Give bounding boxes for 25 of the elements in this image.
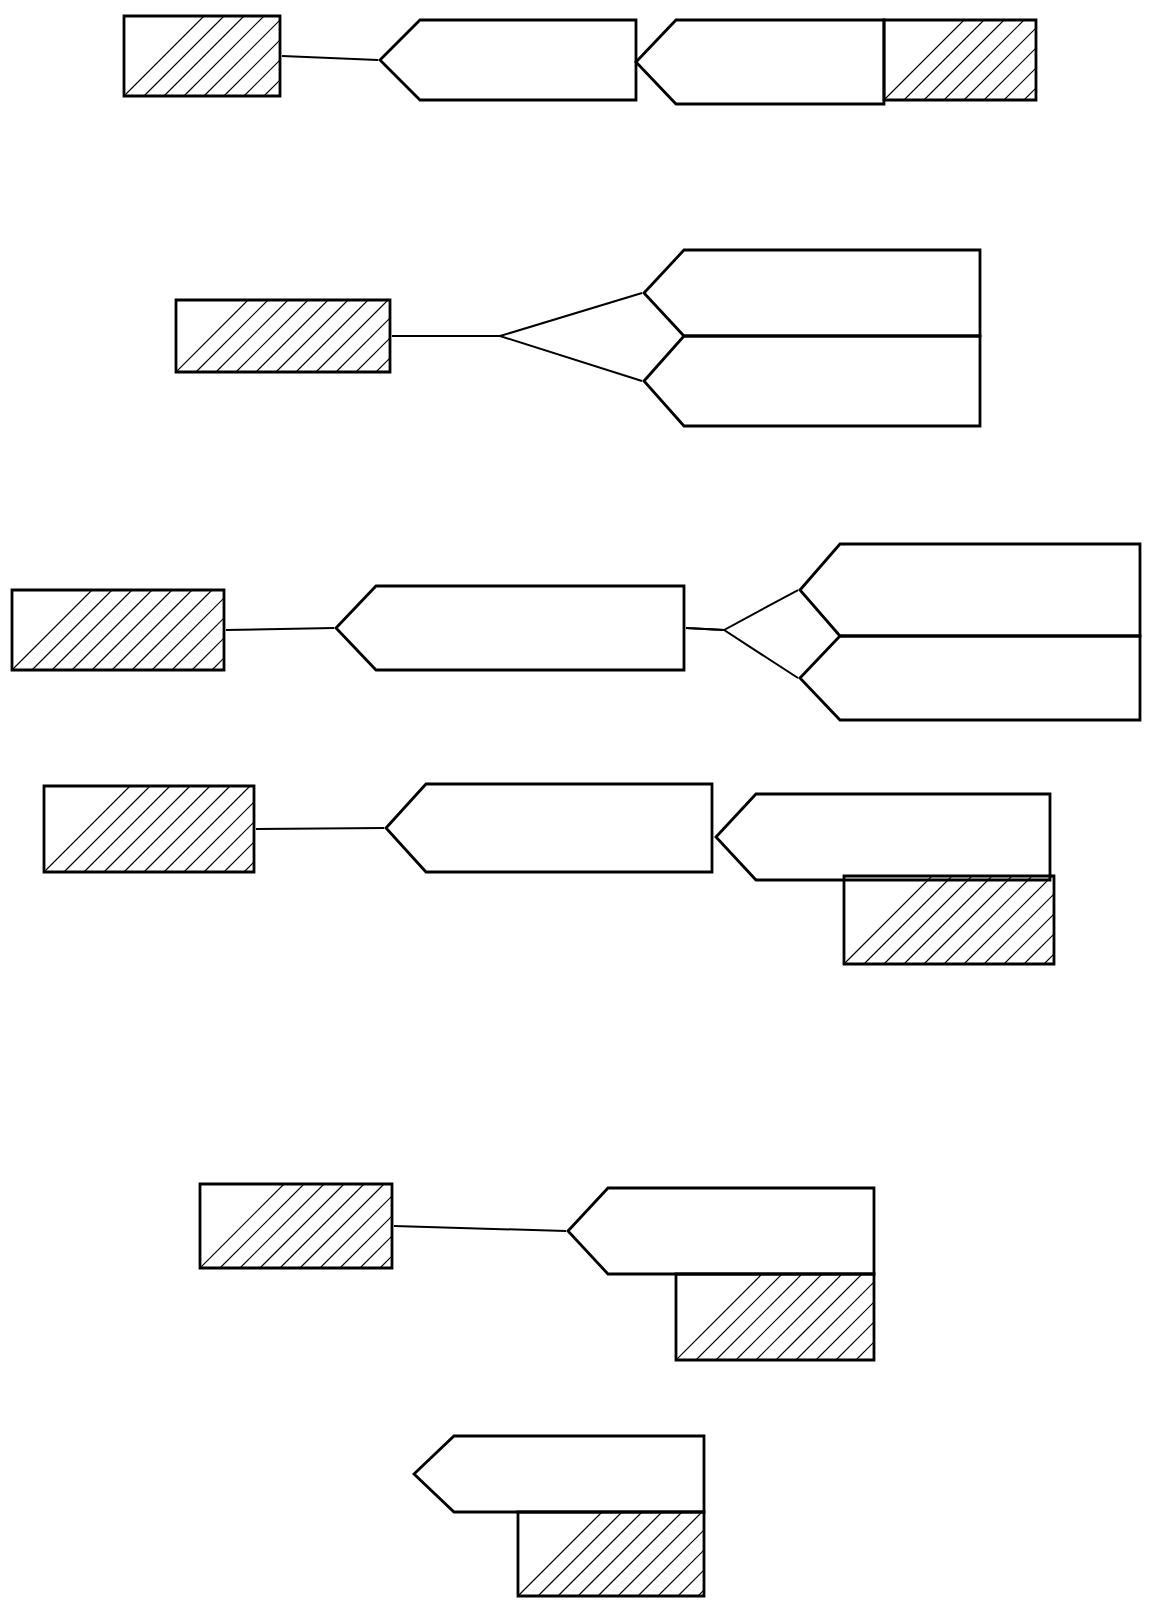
pointed-tag	[634, 18, 886, 106]
hatched-block	[882, 18, 1038, 102]
pointed-tag	[378, 18, 638, 102]
connector-line	[393, 1225, 567, 1232]
pointed-tag	[714, 792, 1052, 882]
hatched-block	[842, 874, 1056, 966]
hatched-block	[174, 298, 392, 374]
connector-line	[685, 627, 799, 679]
pointed-tag	[642, 334, 982, 428]
hatched-block	[42, 784, 256, 874]
pointed-tag	[384, 782, 714, 874]
hatched-block	[516, 1510, 706, 1598]
hatched-block	[10, 588, 226, 672]
pointed-tag	[798, 542, 1142, 638]
pointed-tag	[566, 1186, 876, 1276]
hatched-block	[122, 14, 282, 98]
connector-line	[255, 827, 385, 830]
hatched-block	[674, 1272, 876, 1362]
connector-line	[281, 55, 379, 61]
connector-line	[225, 627, 335, 631]
pointed-tag	[334, 584, 686, 672]
connector-line	[391, 335, 643, 382]
hatched-block	[198, 1182, 394, 1270]
pointed-tag	[642, 248, 982, 338]
pointed-tag	[798, 634, 1142, 722]
